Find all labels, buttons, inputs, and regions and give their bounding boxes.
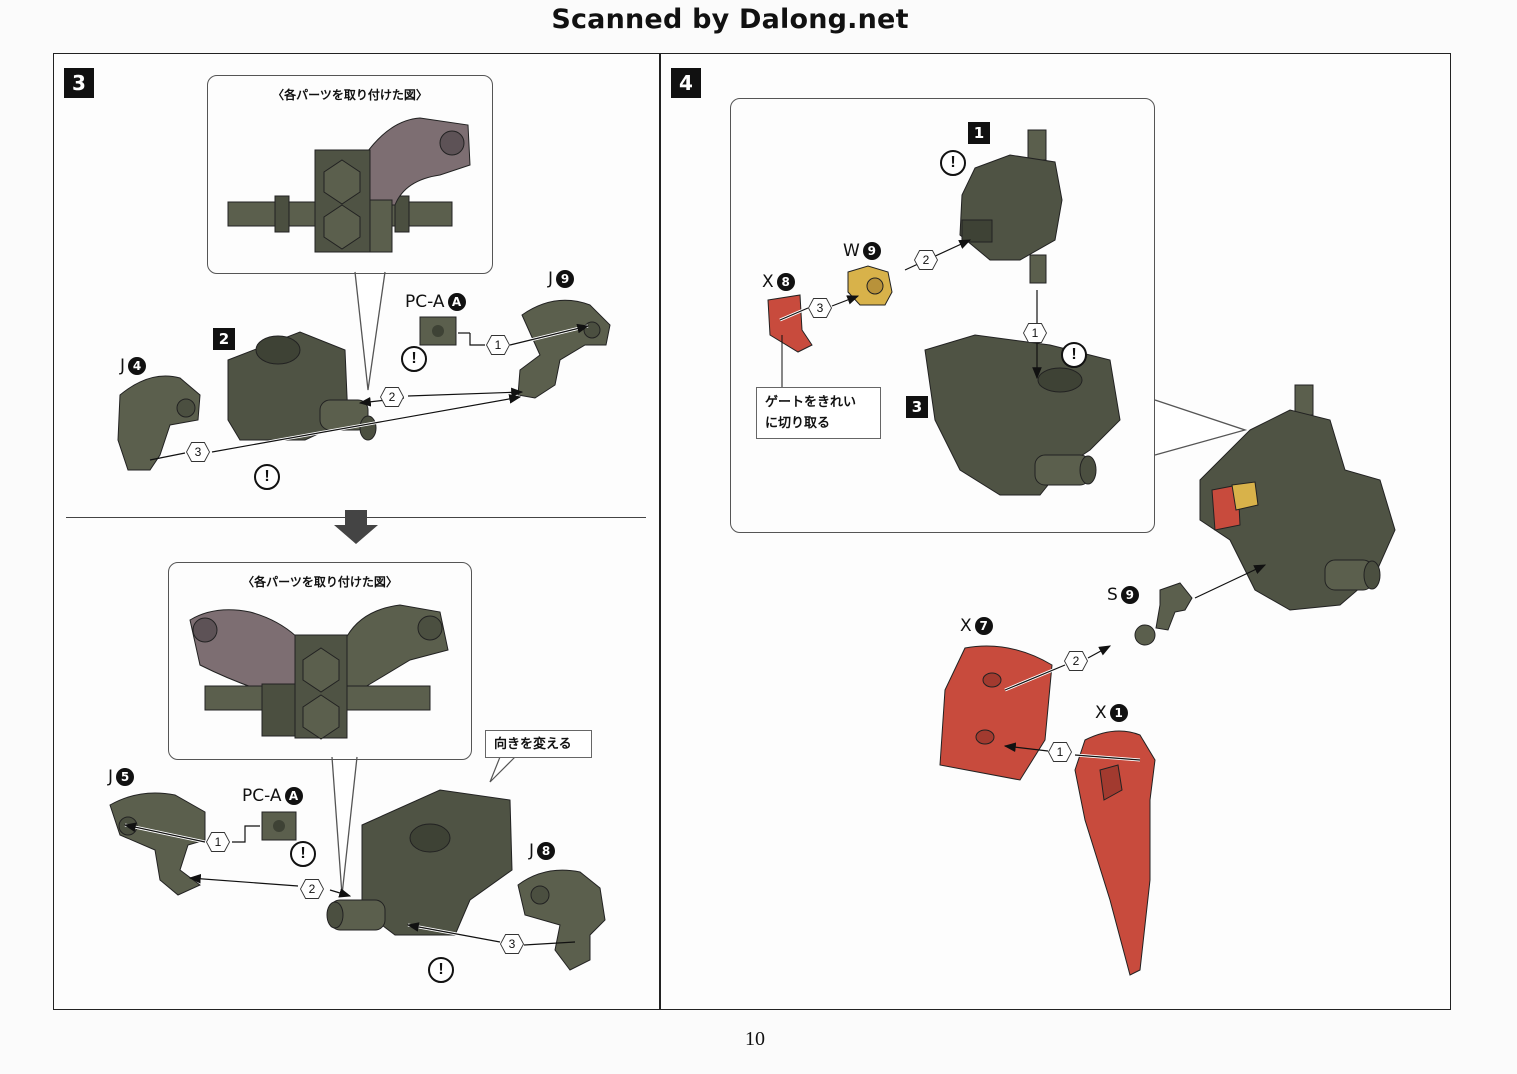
rotate-note: 向きを変える — [485, 730, 592, 758]
assembly-order-1: 1 — [1023, 323, 1047, 343]
part-number-dot: 7 — [974, 617, 993, 635]
assembly-order-2: 2 — [380, 387, 404, 407]
step4-part-x8-art — [767, 294, 813, 353]
part-number-dot: 5 — [116, 768, 135, 786]
step3-part-j9-art — [517, 299, 611, 399]
assembly-order-2: 2 — [300, 879, 324, 899]
gate-cut-note-line-1: ゲートをきれい — [765, 394, 857, 409]
step4-sub-badge-1: 1 — [968, 122, 990, 144]
step4-part-w9-art — [847, 265, 893, 306]
part-number-dot: 8 — [537, 842, 556, 860]
step-4-badge: 4 — [671, 68, 701, 98]
step-3-badge: 3 — [64, 68, 94, 98]
assembly-order-2: 2 — [914, 250, 938, 270]
step4-assembled-art — [1199, 384, 1396, 611]
warning-icon: ! — [428, 957, 454, 983]
step3-part-j4-art — [117, 375, 201, 471]
step4-callout-box — [730, 98, 1155, 533]
next-step-down-arrow — [334, 510, 378, 544]
step3b-part-pca-art — [261, 811, 297, 841]
warning-icon: ! — [254, 464, 280, 490]
warning-icon: ! — [401, 346, 427, 372]
page-header-title: Scanned by Dalong.net — [551, 4, 909, 35]
step3b-callout-pointer — [331, 756, 358, 896]
part-number-dot: 4 — [128, 357, 147, 375]
step3-callout-box: 〈各パーツを取り付けた図〉 — [207, 75, 493, 274]
part-number-dot: 1 — [1109, 704, 1128, 722]
step3b-body-art — [326, 789, 513, 936]
assembly-order-1: 1 — [206, 832, 230, 852]
assembly-order-3: 3 — [186, 442, 210, 462]
step3b-part-j5-art — [109, 792, 206, 896]
step3-callout-title: 〈各パーツを取り付けた図〉 — [272, 88, 428, 102]
part-number-dot: 9 — [1120, 586, 1139, 604]
warning-icon: ! — [290, 841, 316, 867]
step3-body-art — [227, 331, 377, 441]
gate-cut-note: ゲートをきれい に切り取る — [756, 387, 881, 439]
step4-part-x1-art — [1074, 730, 1156, 976]
step4-part-x7-art — [939, 645, 1053, 781]
step3b-assembled-part-art — [189, 604, 449, 740]
vertical-divider — [659, 53, 661, 1010]
step4-part-s9-art — [1134, 582, 1193, 646]
part-number-dot: 9 — [556, 270, 575, 288]
part-number-dot: A — [284, 787, 303, 805]
warning-icon: ! — [940, 150, 966, 176]
assembly-order-2: 2 — [1064, 651, 1088, 671]
step3-sub-badge: 2 — [213, 328, 235, 350]
step4-part-3-art — [924, 334, 1121, 496]
page-number: 10 — [745, 1028, 765, 1050]
step3b-part-j8-art — [517, 869, 606, 971]
assembly-order-3: 3 — [500, 934, 524, 954]
note-pointer — [489, 756, 516, 783]
assembly-order-3: 3 — [808, 298, 832, 318]
gate-cut-note-line-2: に切り取る — [765, 415, 831, 430]
part-number-dot: 9 — [862, 242, 881, 260]
warning-icon: ! — [1061, 342, 1087, 368]
step3-part-pca-art — [419, 316, 457, 346]
step3-assembled-part-art — [227, 117, 471, 253]
step4-callout-pointer — [1154, 399, 1248, 456]
step4-sub-badge-3: 3 — [906, 396, 928, 418]
step3b-callout-title: 〈各パーツを取り付けた図〉 — [242, 575, 398, 589]
assembly-order-1: 1 — [1048, 742, 1072, 762]
step3b-callout-box: 〈各パーツを取り付けた図〉 — [168, 562, 472, 760]
part-number-dot: 8 — [776, 273, 795, 291]
step4-part-1-art — [959, 129, 1063, 284]
step3-callout-pointer — [354, 271, 386, 391]
assembly-order-1: 1 — [486, 335, 510, 355]
part-number-dot: A — [447, 293, 466, 311]
